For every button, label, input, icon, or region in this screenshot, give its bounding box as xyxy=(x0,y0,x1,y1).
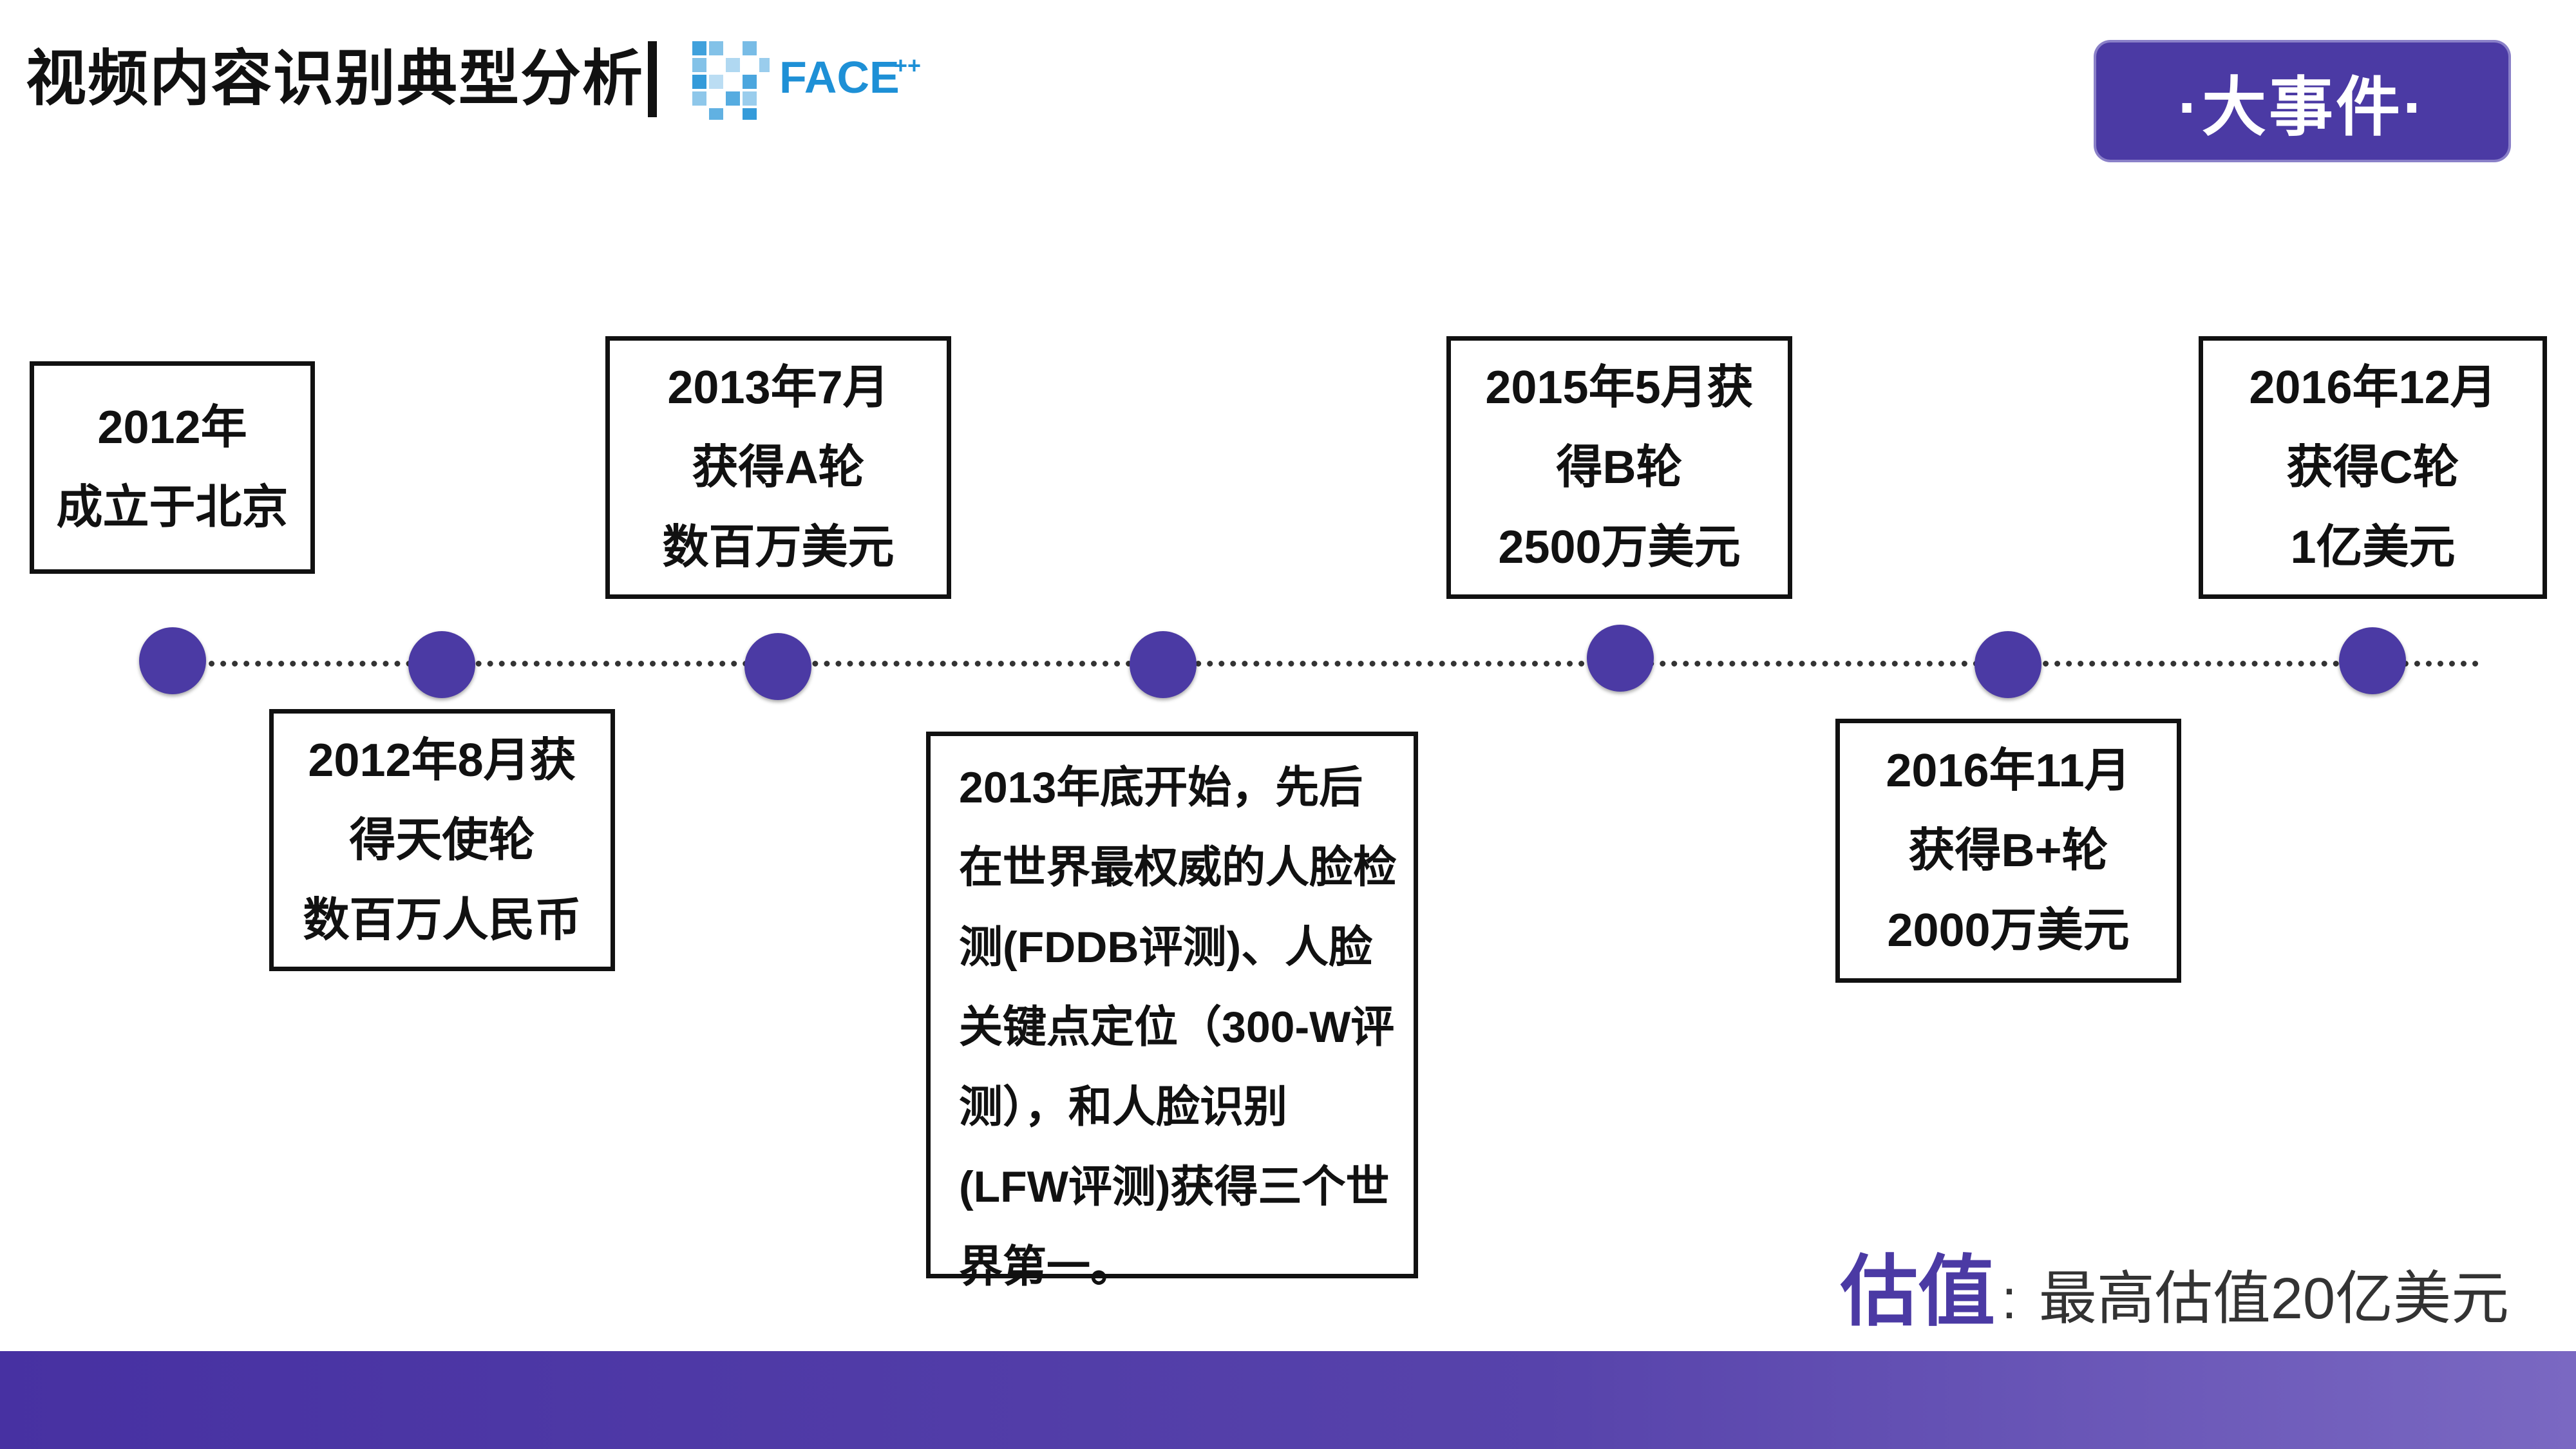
timeline-node xyxy=(408,631,475,698)
event-box: 2013年7月 获得A轮 数百万美元 xyxy=(605,336,951,599)
event-text-line: 关键点定位（300-W评 xyxy=(959,1003,1395,1052)
event-text-line: 1亿美元 xyxy=(2290,522,2456,573)
event-text-line: 2012年8月获 xyxy=(308,734,576,786)
logo-text: FACE xyxy=(779,52,900,102)
event-box: 2016年11月 获得B+轮 2000万美元 xyxy=(1835,719,2181,983)
title-divider xyxy=(648,41,657,117)
page-title: 视频内容识别典型分析 xyxy=(26,44,645,112)
event-text-line: 2015年5月获 xyxy=(1485,362,1754,413)
timeline-node xyxy=(1130,631,1197,698)
valuation-colon: : xyxy=(2002,1269,2017,1331)
timeline-node xyxy=(1587,625,1654,692)
timeline-node xyxy=(2339,627,2406,694)
valuation-value: 最高估值20亿美元 xyxy=(2038,1267,2510,1331)
event-text-line: 2013年底开始，先后 xyxy=(959,763,1363,812)
event-text-line: 2500万美元 xyxy=(1498,522,1741,573)
face-plus-plus-logo xyxy=(692,41,770,120)
timeline-node xyxy=(139,627,206,694)
event-box: 2016年12月 获得C轮 1亿美元 xyxy=(2199,336,2547,599)
logo-superscript: ++ xyxy=(894,52,922,79)
event-text-line: 获得A轮 xyxy=(692,442,865,493)
timeline-node xyxy=(744,633,811,700)
valuation-label: 估值 xyxy=(1841,1249,1995,1335)
event-box: 2012年8月获 得天使轮 数百万人民币 xyxy=(269,709,615,971)
timeline-dotted-line xyxy=(174,661,2479,667)
event-text-line: 获得B+轮 xyxy=(1908,825,2108,876)
event-text-line: 测），和人脸识别 xyxy=(959,1083,1288,1132)
event-box: 2012年 成立于北京 xyxy=(30,361,315,574)
timeline-node xyxy=(1975,631,2041,698)
event-text-line: 数百万人民币 xyxy=(303,894,582,946)
event-text-line: 在世界最权威的人脸检 xyxy=(959,843,1397,892)
event-text-line: 获得C轮 xyxy=(2286,442,2459,493)
event-text-line: 界第一。 xyxy=(959,1242,1135,1291)
event-text-line: 测(FDDB评测)、人脸 xyxy=(959,923,1373,972)
event-text-line: 2016年11月 xyxy=(1886,745,2131,797)
event-box: 2013年底开始，先后 在世界最权威的人脸检 测(FDDB评测)、人脸 关键点定… xyxy=(926,732,1418,1291)
valuation: 估值 : 最高估值20亿美元 xyxy=(1841,1229,2509,1341)
event-text-line: 得天使轮 xyxy=(349,814,535,866)
footer-band xyxy=(0,1351,2576,1449)
event-text-line: (LFW评测)获得三个世 xyxy=(959,1162,1390,1211)
event-text-line: 成立于北京 xyxy=(56,482,289,533)
event-box: 2015年5月获 得B轮 2500万美元 xyxy=(1446,336,1792,599)
event-text-line: 数百万美元 xyxy=(662,522,895,573)
section-badge: ·大事件· xyxy=(2096,43,2508,160)
event-text-line: 2012年 xyxy=(97,402,247,453)
event-text-line: 2000万美元 xyxy=(1887,905,2130,956)
event-text-line: 2016年12月 xyxy=(2249,362,2497,413)
event-text-line: 2013年7月 xyxy=(667,362,889,413)
event-text-line: 得B轮 xyxy=(1556,442,1683,493)
